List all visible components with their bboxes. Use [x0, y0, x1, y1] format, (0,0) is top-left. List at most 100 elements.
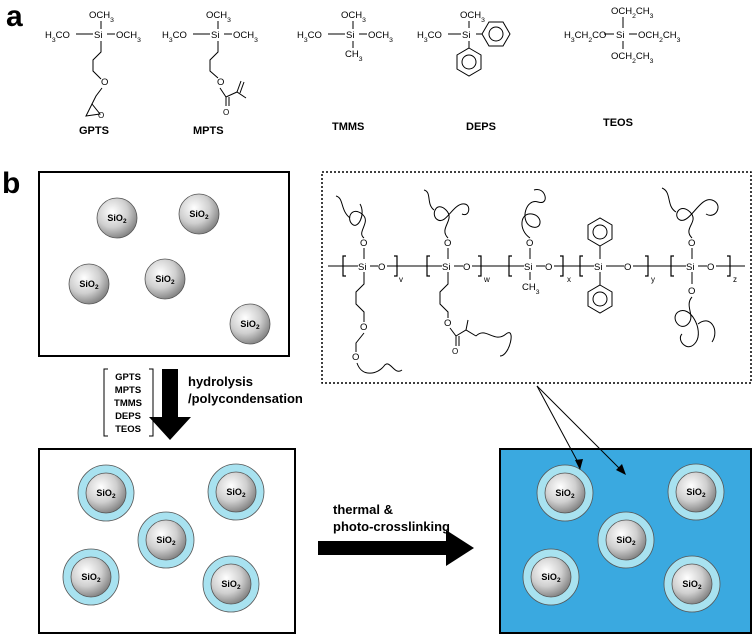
mpts-label: MPTS	[193, 125, 224, 137]
precursor-item: TMMS	[114, 398, 142, 409]
mpts-o: O	[217, 77, 224, 88]
gpts-h3co: H3CO	[45, 30, 70, 44]
step2-line1: thermal &	[333, 502, 393, 517]
gpts-o: O	[101, 77, 108, 88]
net-o-gpts: O	[360, 322, 367, 333]
net-ch3: CH3	[522, 282, 540, 296]
pointer-arrowhead-shell	[575, 459, 583, 470]
net-o-top-1: O	[360, 238, 367, 249]
composite-particle-sphere-4	[671, 563, 713, 605]
tmms-label: TMMS	[332, 121, 364, 133]
gpts-och3-right: OCH3	[116, 30, 141, 44]
bare-particle-label-4: SiO2	[240, 319, 260, 331]
deps-label: DEPS	[466, 121, 496, 133]
composite-particle-label-4: SiO2	[682, 579, 702, 591]
teos-oet-bottom: OCH2CH3	[611, 51, 654, 65]
composite-particle-label-1: SiO2	[686, 487, 706, 499]
tmms-h3co: H3CO	[297, 30, 322, 44]
net-sub-w: w	[483, 275, 490, 284]
net-o-2: O	[463, 262, 470, 273]
coated-particle-label-0: SiO2	[96, 488, 116, 500]
bare-particle-sphere-4	[229, 303, 271, 345]
net-si-4: Si	[594, 262, 602, 273]
net-sub-x: x	[567, 275, 571, 284]
tmms-och3-right: OCH3	[368, 30, 393, 44]
pointer-arrowhead-matrix	[616, 464, 626, 475]
composite-particle-label-2: SiO2	[616, 535, 636, 547]
pointer-line-matrix	[536, 385, 624, 473]
polymer-network: Si O O O O v Si O O O O w Si O	[328, 187, 745, 374]
teos-oet-right: OCH2CH3	[638, 30, 681, 44]
step1-line2: /polycondensation	[188, 391, 303, 406]
coated-particle-label-2: SiO2	[156, 535, 176, 547]
net-si-2: Si	[442, 262, 450, 273]
composite-particle-sphere-1	[675, 471, 717, 513]
mpts-h3co: H3CO	[162, 30, 187, 44]
mpts-si: Si	[211, 30, 219, 41]
bare-particle-label-1: SiO2	[189, 209, 209, 221]
down-arrow	[149, 369, 191, 440]
gpts-label: GPTS	[79, 125, 109, 137]
step1-line1: hydrolysis	[188, 374, 253, 389]
bare-particle-sphere-1	[178, 193, 220, 235]
bare-particle-sphere-3	[144, 258, 186, 300]
coated-particle-sphere-2	[145, 519, 187, 561]
step2-line2: photo-crosslinking	[333, 519, 450, 534]
net-sub-y: y	[651, 275, 655, 284]
composite-particle-label-0: SiO2	[555, 488, 575, 500]
composite-particle-sphere-0	[544, 472, 586, 514]
pointer-line-shell	[536, 385, 581, 467]
net-si-1: Si	[358, 262, 366, 273]
mpts-structure: OCH3 H3CO Si OCH3 O O	[162, 10, 258, 117]
teos-structure: OCH2CH3 H3CH2CO Si OCH2CH3 OCH2CH3	[564, 6, 681, 65]
coated-particle-label-4: SiO2	[221, 579, 241, 591]
coated-particle-sphere-1	[215, 471, 257, 513]
composite-particle-label-3: SiO2	[541, 572, 561, 584]
net-o-mpts-carbonyl: O	[452, 347, 458, 356]
net-si-5: Si	[686, 262, 694, 273]
net-si-3: Si	[524, 262, 532, 273]
net-o-bottom-5: O	[688, 286, 695, 297]
bare-particle-label-3: SiO2	[155, 274, 175, 286]
deps-och3-top: OCH3	[460, 10, 485, 24]
net-o-mpts: O	[444, 318, 451, 329]
right-arrow	[318, 530, 474, 566]
coated-particle-sphere-4	[210, 563, 252, 605]
coated-particle-sphere-0	[85, 472, 127, 514]
panel-a-label: a	[6, 0, 23, 33]
bare-particle-label-2: SiO2	[79, 279, 99, 291]
net-o-3: O	[545, 262, 552, 273]
teos-si: Si	[616, 30, 624, 41]
deps-si: Si	[462, 30, 470, 41]
deps-structure: OCH3 H3CO Si	[417, 10, 511, 77]
net-o-5: O	[707, 262, 714, 273]
net-o-top-2: O	[444, 238, 451, 249]
teos-label: TEOS	[603, 117, 633, 129]
coated-particle-label-3: SiO2	[81, 572, 101, 584]
precursor-item: TEOS	[115, 424, 141, 435]
tmms-och3-top: OCH3	[341, 10, 366, 24]
gpts-structure: OCH3 H3CO Si OCH3 O O	[45, 10, 141, 120]
net-o-gpts-2: O	[352, 352, 359, 363]
panel-b-label: b	[2, 167, 20, 200]
mpts-carbonyl-o: O	[223, 108, 229, 117]
mpts-och3-right: OCH3	[233, 30, 258, 44]
composite-particle-sphere-2	[605, 519, 647, 561]
gpts-epoxide-o: O	[98, 111, 104, 120]
mpts-och3-top: OCH3	[206, 10, 231, 24]
coated-particle-sphere-3	[70, 556, 112, 598]
gpts-och3-top: OCH3	[89, 10, 114, 24]
net-o-4: O	[624, 262, 631, 273]
tmms-si: Si	[346, 30, 354, 41]
composite-particle-sphere-3	[530, 556, 572, 598]
precursor-item: GPTS	[115, 372, 141, 383]
net-o-1: O	[378, 262, 385, 273]
teos-eto: H3CH2CO	[564, 30, 606, 44]
gpts-si: Si	[94, 30, 102, 41]
network-detail-box	[321, 171, 752, 384]
